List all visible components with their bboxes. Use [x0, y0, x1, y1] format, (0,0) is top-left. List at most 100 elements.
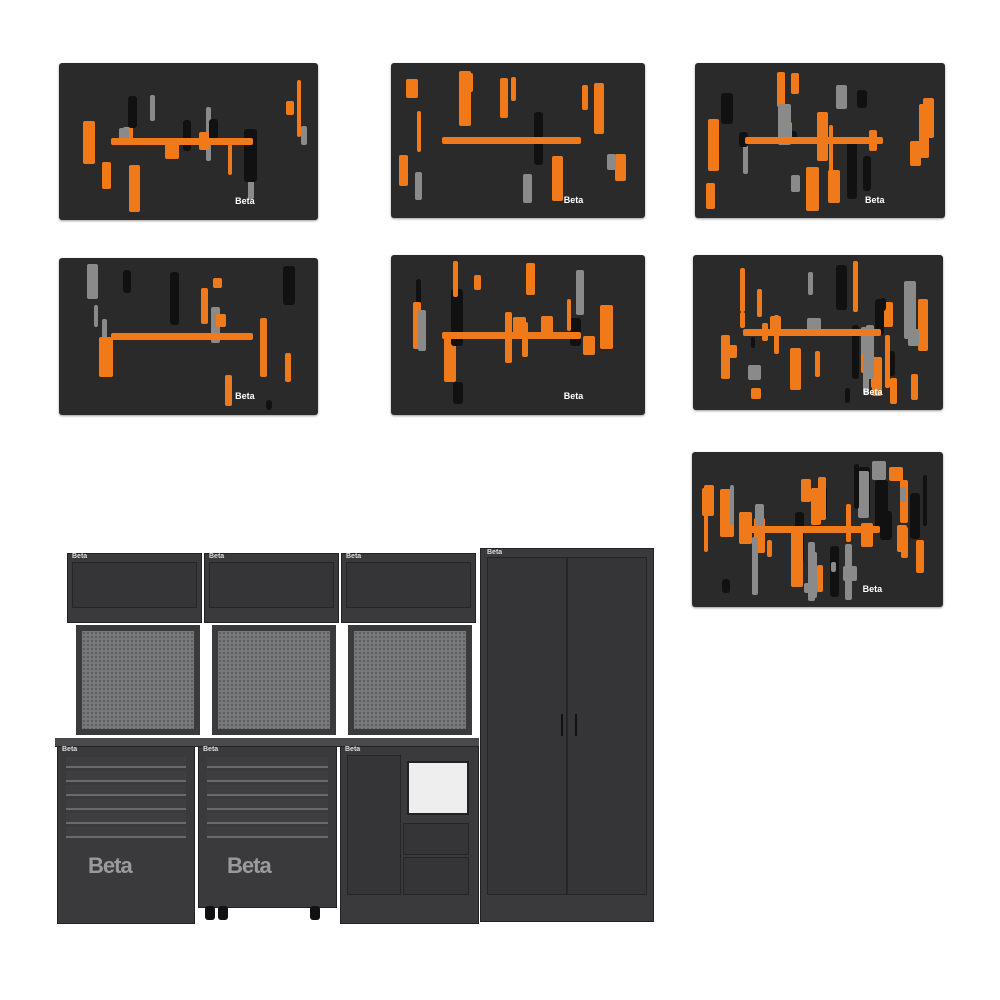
tool: [835, 265, 848, 310]
tool: [300, 126, 308, 145]
wall-cabinet-1[interactable]: Beta: [67, 553, 202, 623]
tool: [607, 154, 616, 171]
tool: [856, 90, 868, 109]
tool: [753, 517, 766, 553]
tall-cabinet-right-door[interactable]: [567, 557, 647, 895]
tool: [405, 79, 419, 98]
wall-cabinet-2[interactable]: Beta: [204, 553, 339, 623]
tool: [452, 261, 458, 298]
tool: [201, 287, 208, 324]
tool: [756, 289, 763, 318]
tool: [283, 266, 295, 305]
tool: [183, 119, 191, 152]
beta-logo: Beta: [235, 391, 255, 402]
tool: [721, 579, 730, 593]
beta-logo: Beta: [865, 194, 885, 205]
tool: [860, 326, 867, 355]
tool: [912, 147, 920, 166]
tool: [847, 139, 857, 200]
tool: [727, 344, 737, 359]
foam-holder: [110, 333, 254, 341]
tool: [777, 104, 792, 145]
tool: [259, 318, 268, 377]
tool: [790, 347, 802, 390]
tool: [225, 374, 233, 407]
extensions-hammer-brush-tray: Beta: [695, 63, 945, 218]
tool: [862, 155, 871, 191]
tool: [583, 336, 596, 355]
tool: [806, 166, 820, 211]
tool: [853, 463, 859, 510]
tool: [911, 374, 918, 400]
tool: [852, 261, 859, 313]
tool: [810, 488, 821, 526]
combination-wrenches-tray: Beta: [59, 258, 318, 415]
wall-cabinet-3[interactable]: Beta: [341, 553, 476, 623]
tool: [888, 466, 903, 482]
tool: [766, 540, 773, 558]
tool: [566, 298, 571, 332]
wheel: [310, 906, 320, 920]
tool: [398, 155, 408, 187]
pegboard-2: [212, 625, 336, 735]
paper-roll-unit[interactable]: Beta: [340, 746, 479, 924]
tool: [872, 461, 886, 481]
tool: [450, 289, 463, 346]
tool: [707, 118, 719, 172]
tool: [500, 78, 508, 118]
beta-logo: Beta: [235, 196, 255, 207]
tool: [209, 119, 218, 142]
tool: [923, 474, 928, 527]
tool: [415, 172, 422, 201]
beta-logo: Beta: [863, 386, 883, 397]
tool: [444, 337, 456, 383]
hex-keys-tray: Beta: [391, 63, 645, 218]
tool: [808, 272, 814, 295]
tall-cabinet[interactable]: Beta: [480, 548, 654, 922]
wheel: [205, 906, 215, 920]
tool: [215, 313, 226, 327]
tool: [739, 268, 745, 313]
tool: [170, 272, 179, 326]
tool: [468, 72, 473, 93]
tool-trolley[interactable]: Beta Beta: [198, 746, 337, 908]
tall-cabinet-left-door[interactable]: [487, 557, 567, 895]
tool: [852, 325, 860, 380]
tool: [102, 318, 107, 353]
drawer-unit[interactable]: Beta Beta: [57, 746, 195, 924]
tool: [882, 302, 894, 327]
tool: [266, 400, 272, 411]
tool: [705, 183, 716, 210]
paper-roll: [407, 761, 469, 815]
pegboard-1: [76, 625, 200, 735]
tool: [875, 479, 889, 531]
tool: [843, 566, 857, 581]
tool: [473, 274, 482, 291]
tool: [790, 72, 799, 95]
door-handles[interactable]: [561, 714, 577, 736]
beta-logo: Beta: [563, 391, 584, 401]
tool: [296, 79, 302, 137]
tool: [720, 335, 731, 379]
beta-logo: Beta: [88, 853, 133, 878]
tool: [790, 175, 801, 192]
tool: [576, 269, 585, 315]
tool: [99, 337, 113, 377]
tool: [835, 84, 847, 109]
tool: [804, 582, 819, 594]
tool: [703, 502, 708, 553]
wheel: [218, 906, 228, 920]
tool: [846, 503, 852, 543]
foam-holder: [441, 137, 582, 145]
tool: [594, 82, 604, 135]
tool: [815, 351, 821, 378]
tool: [743, 144, 748, 175]
tool: [453, 382, 464, 405]
tool: [285, 353, 291, 382]
tool: [94, 304, 99, 327]
tool: [738, 132, 749, 147]
socket-set-tray: Beta: [692, 452, 943, 607]
tool: [777, 72, 786, 108]
tool: [570, 317, 581, 346]
tool: [248, 174, 254, 199]
